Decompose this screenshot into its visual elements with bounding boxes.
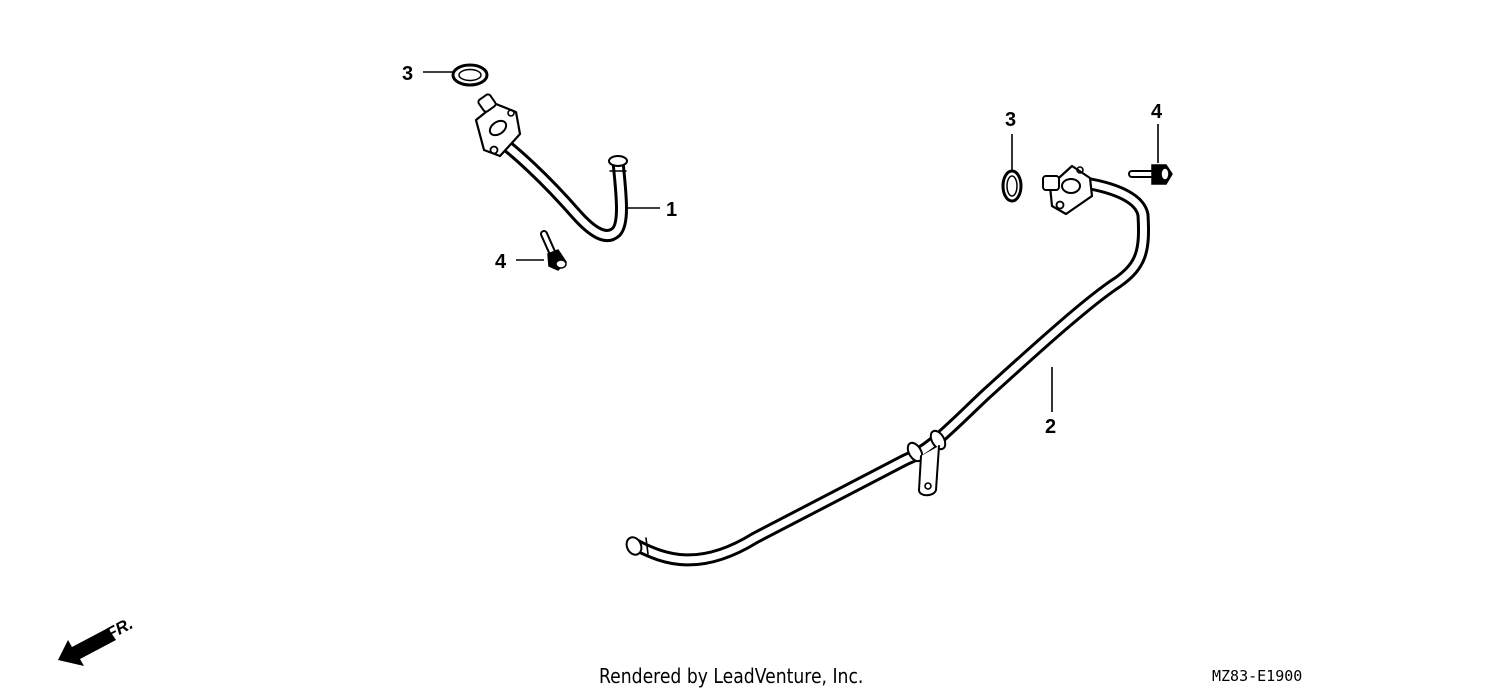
diagram-code: MZ83-E1900 xyxy=(1212,667,1303,685)
front-direction-arrow-icon xyxy=(58,628,116,666)
callout-4-right: 4 xyxy=(1151,101,1163,123)
render-credit: Rendered by LeadVenture, Inc. xyxy=(599,664,864,688)
callout-2: 2 xyxy=(1045,416,1056,438)
callout-3-right: 3 xyxy=(1005,109,1016,131)
part-3-o-ring-right[interactable] xyxy=(1001,169,1023,203)
callout-1: 1 xyxy=(666,199,677,221)
front-direction-indicator: FR. xyxy=(58,614,136,666)
callout-4-left: 4 xyxy=(495,251,507,273)
callout-3-left: 3 xyxy=(402,63,413,85)
part-2-pipe[interactable] xyxy=(624,164,1150,567)
leader-lines xyxy=(423,71,1159,412)
part-3-o-ring-left[interactable] xyxy=(451,63,489,87)
part-4-bolt-right[interactable] xyxy=(1128,164,1173,185)
part-4-bolt-left[interactable] xyxy=(540,230,567,271)
part-1-pipe[interactable] xyxy=(474,93,628,242)
